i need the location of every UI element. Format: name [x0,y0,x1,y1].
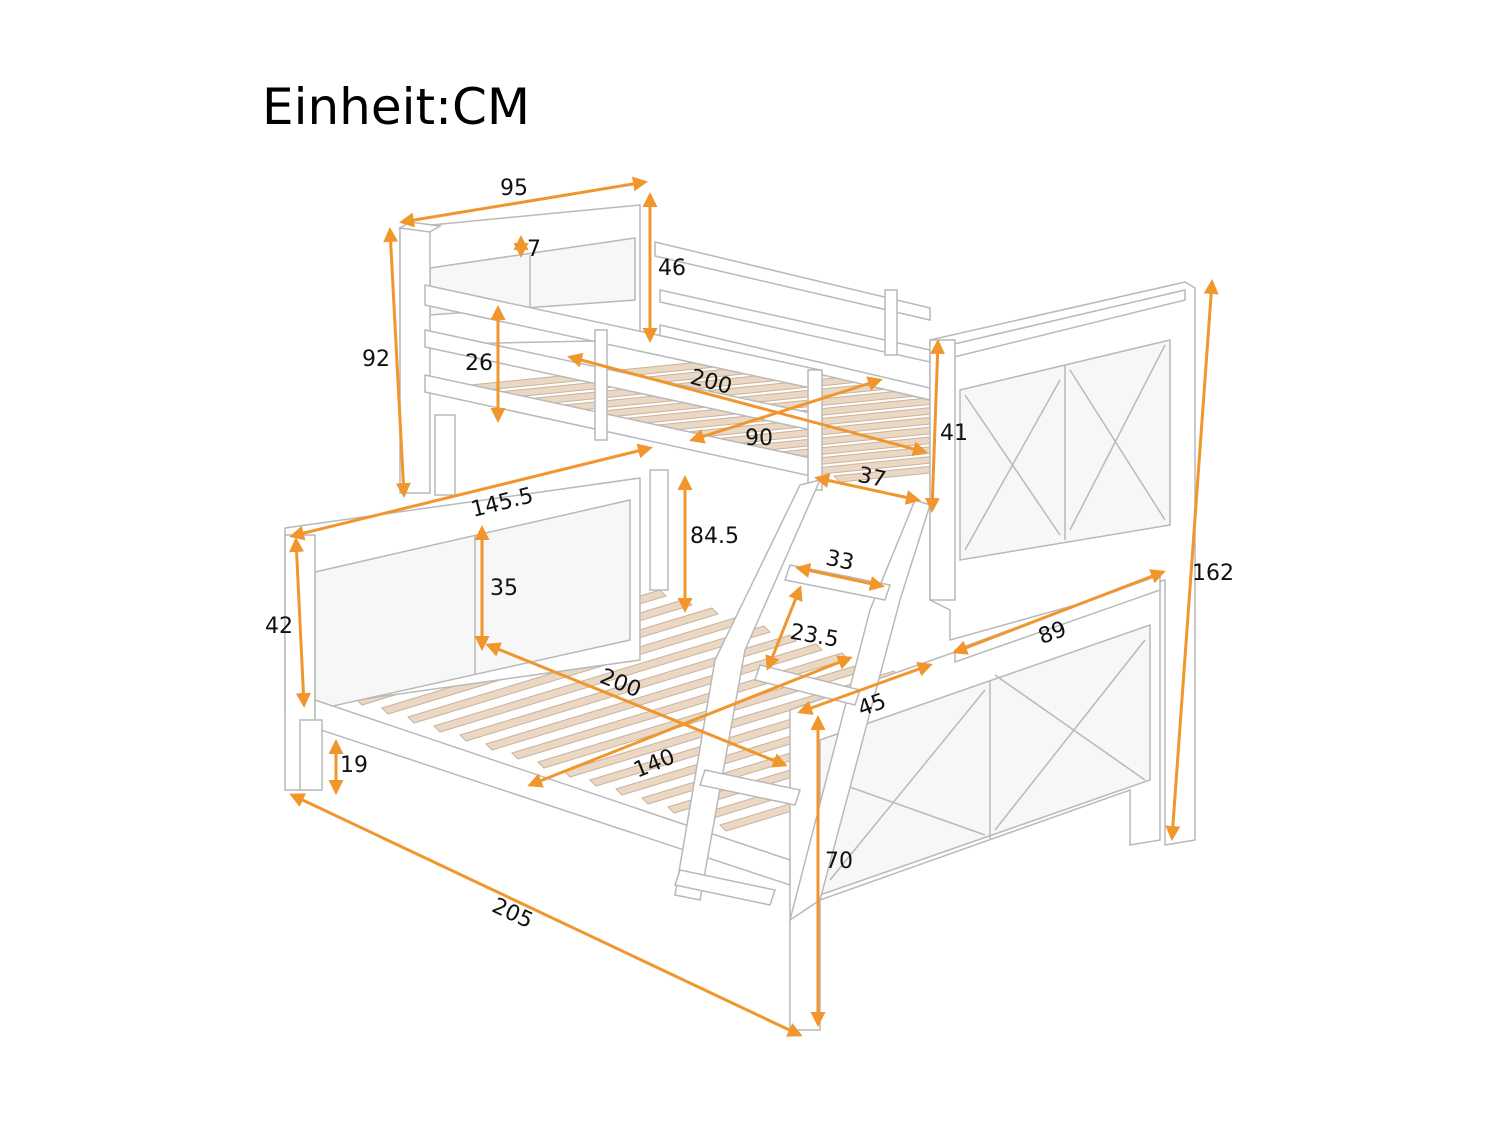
unit-title: Einheit:CM [262,78,531,136]
dim-label: 95 [500,176,528,201]
dim-label: 33 [824,546,857,576]
dim-label: 26 [465,351,493,376]
dim-label: 42 [265,614,293,639]
dim-label: 46 [658,256,686,281]
upper-right-end [929,281,1196,846]
dim-label: 41 [940,421,968,446]
dim-label: 84.5 [690,524,739,549]
dim-label: 23.5 [788,620,841,653]
dim-label: 70 [825,849,853,874]
dim-label: 205 [488,894,537,934]
dim-label: 90 [745,426,773,451]
dim-label: 92 [362,347,390,372]
dim-label: 37 [856,463,889,493]
dim-label: 162 [1192,561,1234,586]
dimension-lines [289,176,1219,1037]
dim-label: 19 [340,753,368,778]
dim-label: 35 [490,576,518,601]
dim-label: 7 [527,237,541,262]
